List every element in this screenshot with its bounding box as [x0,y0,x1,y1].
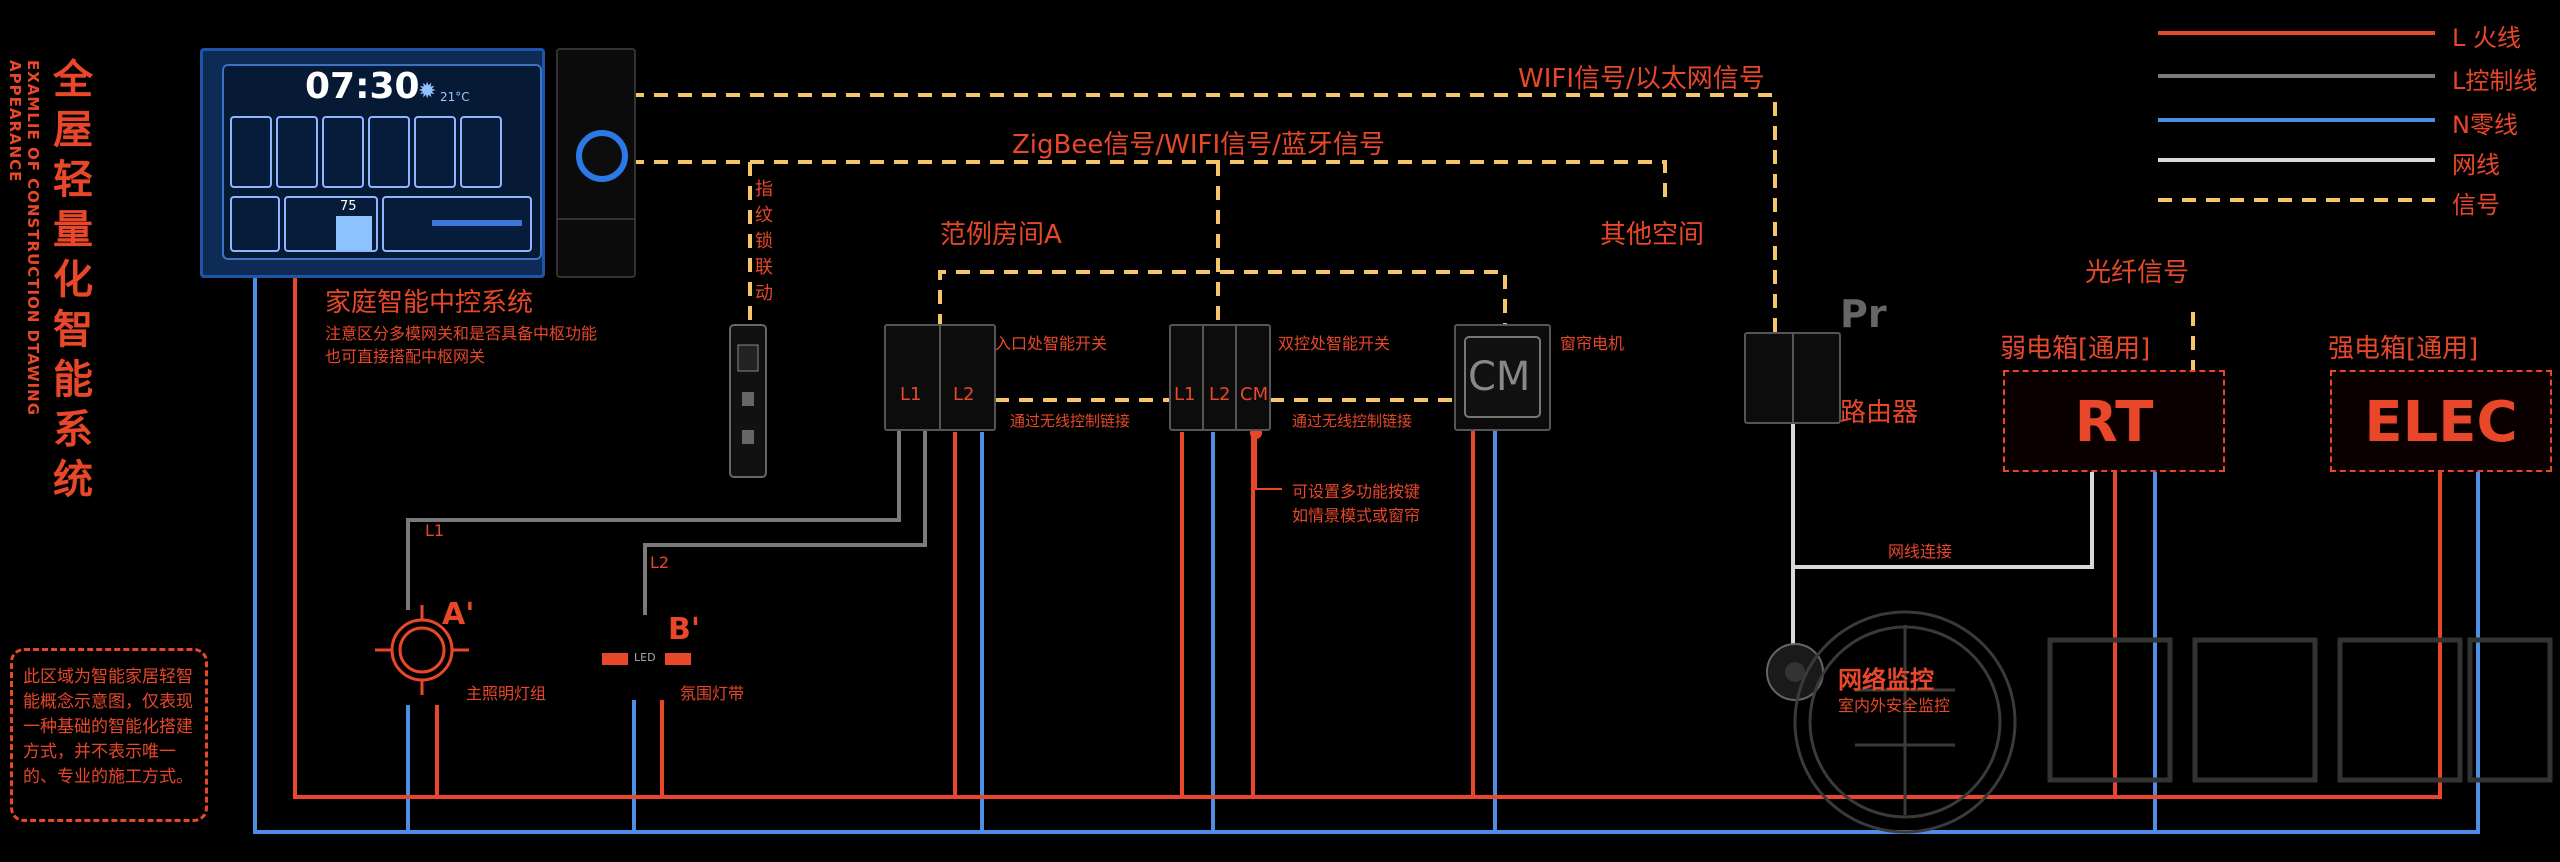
room-a-label: 范例房间A [940,220,1062,250]
legend-neutral: N零线 [2452,111,2518,139]
strong-box: ELEC [2330,370,2552,472]
tile-value-fill [336,216,372,250]
fiber-signal-label: 光纤信号 [2085,258,2190,288]
legend-network: 网线 [2452,151,2500,179]
other-space-label: 其他空间 [1600,220,1705,250]
panel-temp: 21°C [440,90,470,104]
scene-tile [230,116,272,188]
tile-value: 75 [340,199,357,214]
scene-tile [414,116,456,188]
sun-icon: ✹ [418,79,437,104]
dual-cm: CM [1240,384,1269,405]
wifi-ethernet-label: WIFI信号/以太网信号 [1518,64,1765,94]
signal-room-a-line [938,270,1507,328]
scene-tile [276,116,318,188]
light-a-symbol [375,605,469,695]
wire-l2-label: L2 [650,553,670,572]
entry-l2: L2 [953,384,975,405]
main-title: 全屋轻量化智能系统 [53,57,93,503]
panel-clock: 07:30 [305,66,420,107]
scene-tile [460,116,502,188]
switch-modules [884,324,1841,431]
fingerprint-lock-label: 指纹锁联动 [755,179,773,304]
legend-signal: 信号 [2452,191,2500,219]
light-a-code: A' [442,597,475,632]
slider-track [432,220,522,226]
subtitle-vertical: EXAMLIE OF CONSTRUCTION DTAWING APPEARAN… [6,60,42,417]
light-a-label: 主照明灯组 [466,684,547,703]
network-wires [1791,420,2094,650]
strong-box-label: 强电箱[通用] [2328,334,2479,364]
control-panel-desc-1: 注意区分多模网关和是否具备中枢功能 [325,324,598,343]
signal-zigbee-line [630,160,1667,200]
legend-control: L控制线 [2452,67,2538,95]
wireless-link-label-1: 通过无线控制链接 [1010,412,1131,430]
dual-switch-body [1169,324,1271,431]
curtain-motor-label: 窗帘电机 [1560,334,1625,353]
strong-box-code: ELEC [2364,390,2518,455]
net-link-label: 网线连接 [1888,542,1953,561]
led-label: LED [634,651,656,664]
weak-box: RT [2003,370,2225,472]
watermark-text-glyphs [2047,637,2553,783]
router-label: 路由器 [1840,398,1919,428]
live-wires [293,278,2442,799]
device-tile [230,196,280,252]
curtain-motor-code: CM [1468,354,1531,400]
device-tile: 75 [284,196,378,252]
control-panel-screen: 75 [222,64,542,260]
control-panel-label: 家庭智能中控系统 [325,288,534,318]
net-monitor-desc: 室内外安全监控 [1838,696,1951,715]
signal-wifi-line [630,93,1777,335]
control-panel-side [556,48,636,278]
weak-box-code: RT [2074,390,2154,455]
legend-live: L 火线 [2452,24,2521,52]
router-mark: Pr [1840,292,1887,336]
control-wires [406,430,927,615]
note-box: 此区域为智能家居轻智能概念示意图，仅表现一种基础的智能化搭建方式，并不表示唯一的… [10,648,208,822]
wire-l1-label: L1 [425,521,445,540]
signal-lines [630,93,2195,402]
dual-l1: L1 [1174,384,1196,405]
fingerprint-lock-device [729,324,767,478]
legend-swatches [2158,31,2435,202]
led-strip-symbol [602,653,691,665]
dual-switch-label: 双控处智能开关 [1278,334,1391,353]
wireless-link-label-2: 通过无线控制链接 [1292,412,1413,430]
light-b-label: 氛围灯带 [680,684,745,703]
multi-key-label-1: 可设置多功能按键 [1292,482,1421,501]
dual-l2: L2 [1209,384,1231,405]
watermark-seal [1793,610,2017,834]
net-monitor-label: 网络监控 [1838,666,1934,694]
scene-tile [322,116,364,188]
light-b-code: B' [668,612,701,647]
zigbee-label: ZigBee信号/WIFI信号/蓝牙信号 [1012,130,1385,160]
panel-buttons [558,218,634,278]
camera-device [1766,643,1824,701]
neutral-wires [253,278,2480,834]
entry-l1: L1 [900,384,922,405]
control-panel-desc-2: 也可直接搭配中枢网关 [325,347,486,366]
knob-icon [576,130,628,182]
scene-tile [368,116,410,188]
entry-switch-label: 入口处智能开关 [995,334,1108,353]
weak-box-label: 弱电箱[通用] [2000,334,2151,364]
device-tile [382,196,532,252]
multi-key-label-2: 如情景模式或窗帘 [1292,506,1421,525]
